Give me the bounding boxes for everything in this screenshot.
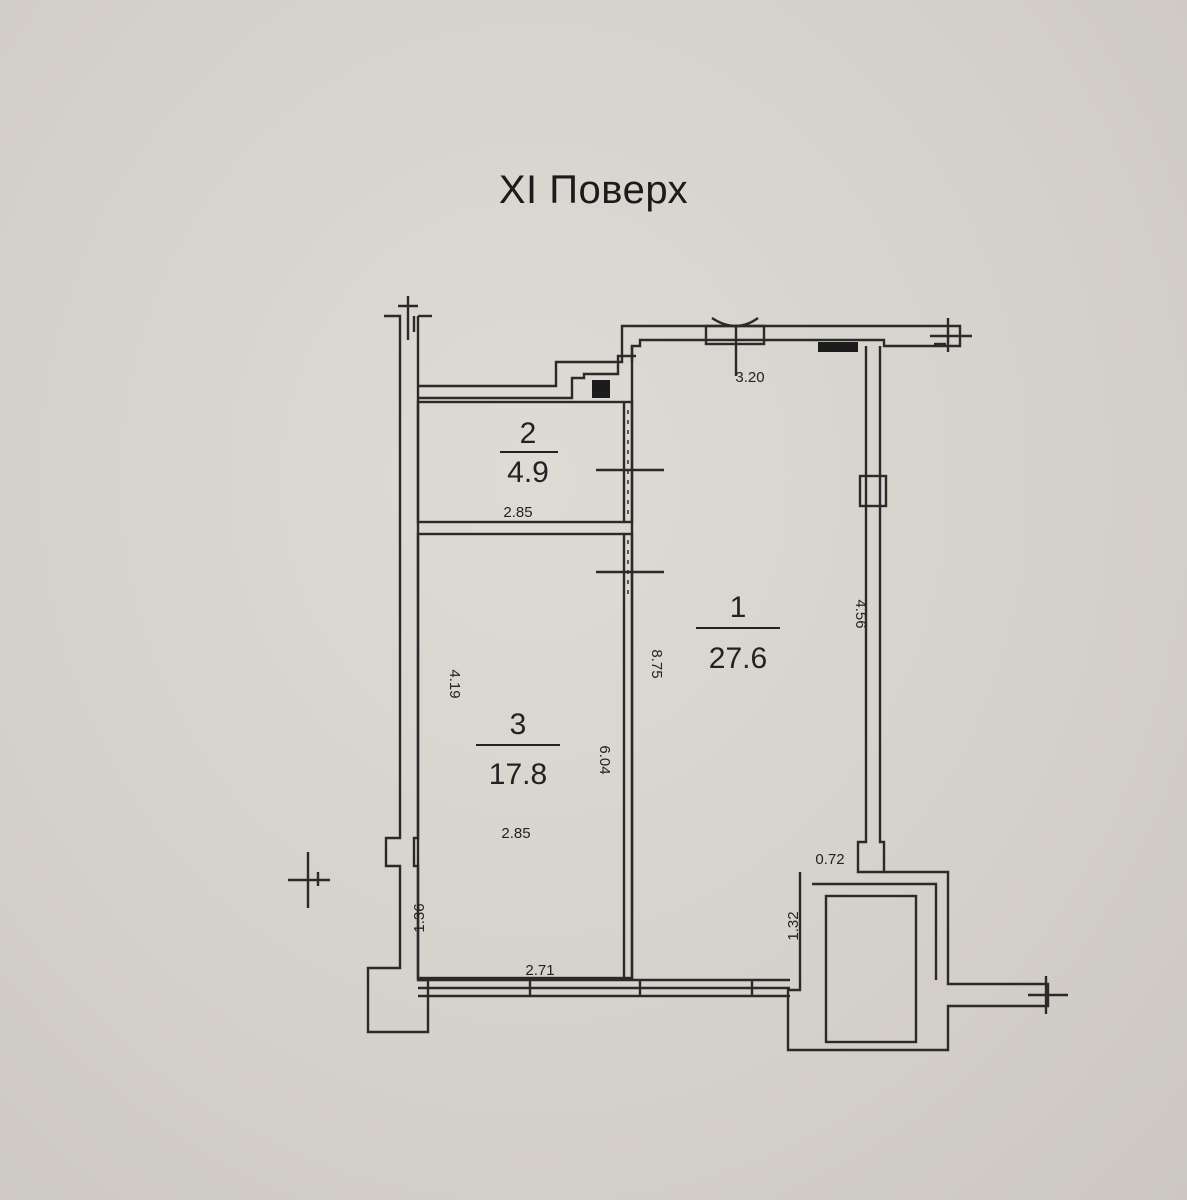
dim-column-offset: 0.72	[815, 851, 844, 868]
room-2-number: 2	[520, 417, 537, 450]
ventilation-shaft	[592, 380, 610, 398]
top-wall	[418, 324, 962, 388]
room-1-number: 1	[730, 591, 747, 624]
dim-balcony-depth: 1.32	[785, 911, 802, 940]
room-3-number: 3	[510, 708, 527, 741]
radiator-mark	[818, 342, 858, 352]
dim-room1-left-wall: 8.75	[648, 649, 665, 678]
dim-room3-left-wall: 4.19	[446, 669, 463, 698]
dim-room3-width: 2.85	[501, 825, 530, 842]
balcony-block	[786, 870, 1050, 1052]
room-3-area: 17.8	[489, 758, 547, 791]
dim-room1-right-wall: 4.56	[852, 599, 869, 628]
dim-room2-width: 2.85	[503, 504, 532, 521]
floor-title: XI Поверх	[498, 168, 689, 212]
room-2-area: 4.9	[507, 456, 549, 489]
balcony-opening	[824, 894, 918, 1044]
right-outer-wall	[856, 346, 886, 874]
dim-left-ledge: 1.36	[411, 903, 428, 932]
left-outer-wall	[366, 314, 430, 1034]
dim-window-width: 2.71	[525, 962, 554, 979]
dim-room1-width-top: 3.20	[735, 369, 764, 386]
dim-room3-right-wall: 6.04	[596, 745, 613, 774]
room-1-area: 27.6	[709, 642, 767, 675]
